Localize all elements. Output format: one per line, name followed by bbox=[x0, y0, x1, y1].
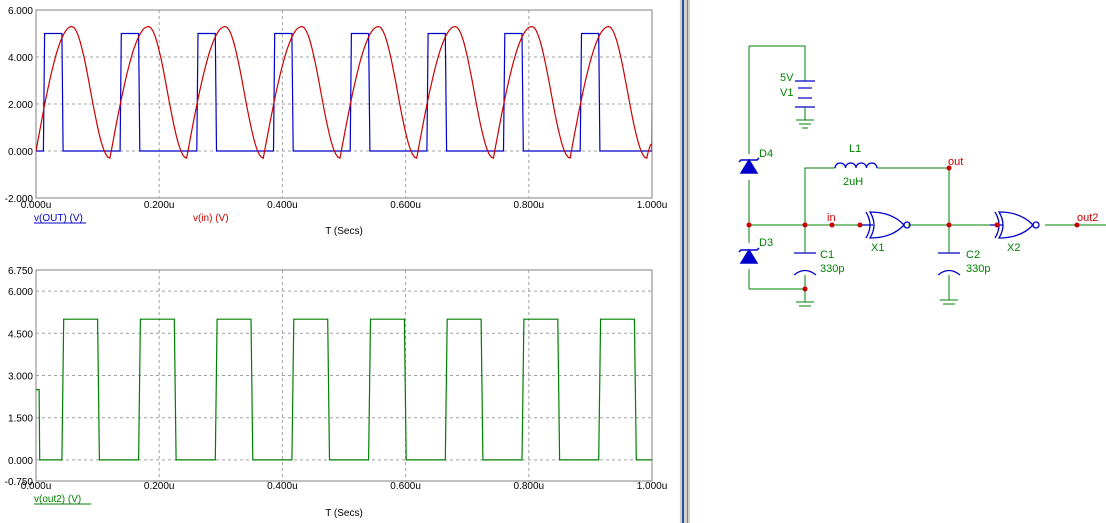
x-tick-label: 0.600u bbox=[390, 481, 421, 492]
y-tick-label: 1.500 bbox=[8, 414, 33, 425]
y-tick-label: 6.750 bbox=[8, 266, 33, 277]
xor-gate-x1 bbox=[860, 211, 911, 239]
y-tick-label: 6.000 bbox=[8, 287, 33, 298]
x-tick-label: 0.800u bbox=[514, 481, 545, 492]
ground-c1 bbox=[796, 301, 814, 307]
y-tick-label: -0.750 bbox=[5, 477, 34, 488]
legend-entry: v(in) (V) bbox=[193, 213, 229, 224]
y-tick-label: 4.500 bbox=[8, 329, 33, 340]
net-out-label: out bbox=[948, 156, 963, 168]
x-tick-label: 0.000u bbox=[21, 481, 52, 492]
d3-label: D3 bbox=[759, 237, 773, 249]
x-tick-label: 1.000u bbox=[637, 200, 668, 211]
schematic-wires bbox=[748, 45, 1106, 302]
legend-entry: v(out2) (V) bbox=[34, 494, 81, 505]
inductor-l1 bbox=[834, 162, 878, 169]
l1-name-label: L1 bbox=[849, 143, 861, 155]
schematic-diagram: 5V V1 D4 D3 L1 2uH out in C1 330p X1 C2 … bbox=[738, 45, 1106, 307]
x1-label: X1 bbox=[871, 242, 884, 254]
x-tick-label: 0.600u bbox=[390, 200, 421, 211]
y-tick-label: -2.000 bbox=[5, 194, 34, 205]
x-axis-label: T (Secs) bbox=[325, 508, 363, 519]
c1-value-label: 330p bbox=[820, 263, 844, 275]
capacitor-c1 bbox=[793, 252, 817, 276]
pane-splitter[interactable] bbox=[678, 0, 690, 523]
l1-value-label: 2uH bbox=[843, 176, 863, 188]
y-tick-label: 6.000 bbox=[8, 6, 33, 17]
waveform-plots: -2.000 0.000 2.000 4.000 6.000 0.000u 0.200u 0.… bbox=[5, 6, 668, 519]
x-tick-label: 0.400u bbox=[267, 481, 298, 492]
y-tick-label: 0.000 bbox=[8, 456, 33, 467]
x-tick-label: 0.200u bbox=[144, 200, 175, 211]
v1-name-label: V1 bbox=[780, 87, 793, 99]
x-tick-label: 0.000u bbox=[21, 200, 52, 211]
v1-value-label: 5V bbox=[780, 72, 794, 84]
battery-v1 bbox=[795, 80, 815, 108]
series-line-1-2 bbox=[36, 25, 652, 159]
series-line-1-1 bbox=[36, 32, 652, 152]
c2-value-label: 330p bbox=[966, 263, 990, 275]
x2-label: X2 bbox=[1007, 242, 1020, 254]
schematic-nodes bbox=[746, 165, 1080, 292]
x-axis-label: T (Secs) bbox=[325, 226, 363, 237]
chart-panel-1: -2.000 0.000 2.000 4.000 6.000 0.000u 0.200u 0.… bbox=[5, 6, 668, 237]
net-in-label: in bbox=[827, 212, 836, 224]
y-tick-label: 3.000 bbox=[8, 372, 33, 383]
ground-c2 bbox=[940, 299, 958, 305]
net-out2-label: out2 bbox=[1077, 212, 1098, 224]
y-tick-label: 2.000 bbox=[8, 100, 33, 111]
x-tick-label: 1.000u bbox=[637, 481, 668, 492]
y-tick-label: 0.000 bbox=[8, 147, 33, 158]
c2-name-label: C2 bbox=[966, 249, 980, 261]
zener-diode-d4 bbox=[738, 157, 760, 174]
y-tick-label: 4.000 bbox=[8, 53, 33, 64]
capacitor-c2 bbox=[937, 252, 961, 276]
x-tick-label: 0.200u bbox=[144, 481, 175, 492]
zener-diode-d3 bbox=[738, 247, 760, 264]
x-tick-label: 0.400u bbox=[267, 200, 298, 211]
ground-symbol bbox=[796, 119, 814, 129]
d4-label: D4 bbox=[759, 148, 773, 160]
x-tick-label: 0.800u bbox=[514, 200, 545, 211]
legend-entry: v(OUT) (V) bbox=[34, 213, 83, 224]
chart-panel-2: -0.750 0.000 1.500 3.000 4.500 6.000 6.750 0.00… bbox=[5, 266, 668, 519]
c1-name-label: C1 bbox=[820, 249, 834, 261]
series-line-2-1 bbox=[36, 318, 652, 461]
